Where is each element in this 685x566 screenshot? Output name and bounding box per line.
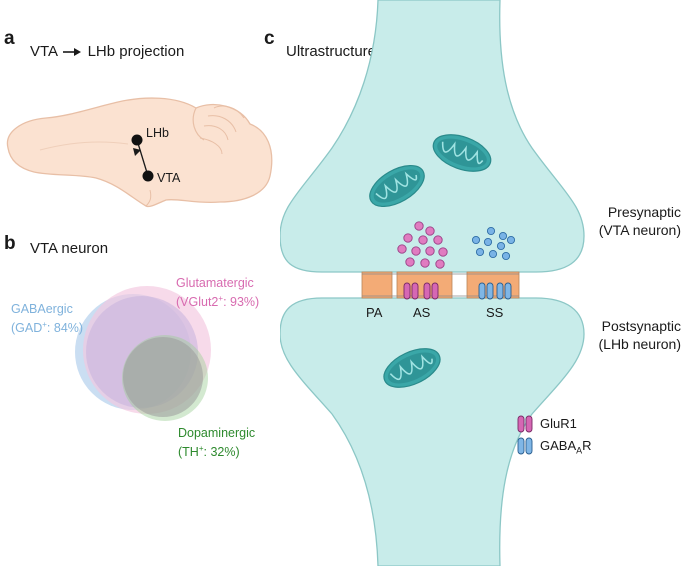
panel-c-letter: c [264, 28, 275, 49]
postsynaptic-dendrite [280, 297, 585, 566]
da-set-detail: (TH+: 32%) [178, 444, 240, 460]
da-set-name: Dopaminergic [178, 426, 256, 440]
lhb-dot [131, 134, 143, 146]
brain-diagram [6, 97, 273, 208]
gaba-set-name: GABAergic [11, 302, 73, 316]
glut-set-label: Glutamatergic (VGlut2+: 93%) [176, 276, 259, 310]
pa-density [361, 271, 393, 299]
gaba-set-label: GABAergic (GAD+: 84%) [11, 302, 83, 336]
pa-label: PA [366, 305, 383, 320]
glur1-legend-label: GluR1 [540, 416, 577, 431]
lhb-projection-text: LHb projection [87, 43, 185, 60]
gaba-vesicles [471, 226, 516, 261]
panel-b-letter: b [4, 233, 16, 254]
da-set-label: Dopaminergic (TH+: 32%) [178, 426, 255, 460]
arrow-right-icon [63, 48, 82, 57]
panel-a-letter: a [4, 28, 15, 49]
panel-c-title: Ultrastructure [286, 43, 377, 60]
gaba-set-detail: (GAD+: 84%) [11, 320, 84, 336]
postsynaptic-label: Postsynaptic (LHb neuron) [598, 318, 682, 352]
overlap-all [123, 337, 203, 417]
presynaptic-label: Presynaptic (VTA neuron) [598, 204, 681, 238]
presynaptic-terminal [280, 0, 585, 273]
as-label: AS [413, 305, 431, 320]
brain-outline [6, 97, 273, 208]
venn-diagram [75, 286, 211, 421]
glutamate-vesicles [397, 221, 448, 269]
gabaa-legend-icon [517, 437, 533, 455]
lhb-label: LHb [146, 126, 169, 140]
gabaa-legend-label: GABAAR [540, 438, 592, 456]
glut-set-name: Glutamatergic [176, 276, 254, 290]
synapse-diagram [280, 0, 585, 566]
vta-title-text: VTA [30, 43, 58, 60]
vta-label: VTA [157, 171, 181, 185]
glut-set-detail: (VGlut2+: 93%) [176, 294, 260, 310]
panel-a-title: VTA LHb projection [30, 43, 184, 60]
ss-label: SS [486, 305, 504, 320]
panel-b-title: VTA neuron [30, 240, 109, 257]
vta-dot [142, 170, 154, 182]
